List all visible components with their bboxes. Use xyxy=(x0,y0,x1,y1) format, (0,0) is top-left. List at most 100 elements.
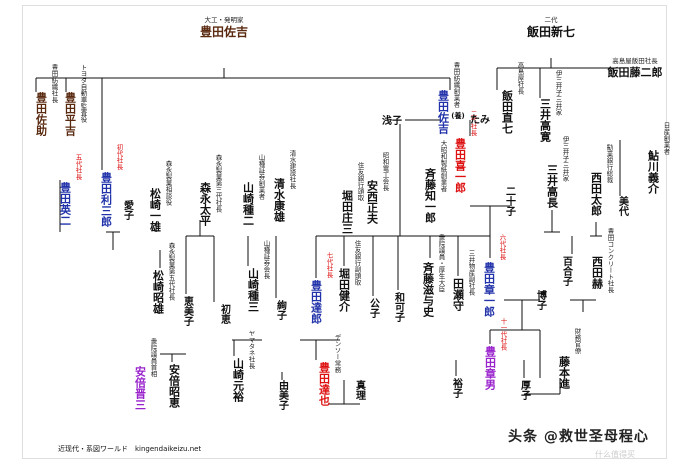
person-title: トヨタ自動車監査役 xyxy=(79,64,87,124)
person-nishida_takashi: 西田赫豊田コンクリート社長 xyxy=(591,227,615,294)
person-title: 住友銀行頭取 xyxy=(356,161,364,203)
person-title: 豊田コンクリート社長 xyxy=(606,227,614,294)
person-kazuko: 和可子 xyxy=(393,291,406,323)
person-name: 西田赫 xyxy=(591,256,604,290)
person-title: 三井物産副社長 xyxy=(467,250,475,297)
person-title: ヤマタネ社長 xyxy=(247,330,255,370)
person-title: 豊田紡織社長 xyxy=(50,63,58,105)
person-name: 博子 xyxy=(535,289,547,311)
person-name: 堀田庄三 xyxy=(341,189,354,234)
person-name: 豊田章男 xyxy=(484,345,497,391)
person-name: 松崎一雄 xyxy=(149,187,163,233)
person-name: 清水康雄 xyxy=(273,177,287,223)
person-title: 伊三井子三井家 xyxy=(554,69,562,116)
person-name: 豊田利三郎 xyxy=(100,171,113,228)
person-name: (養) xyxy=(451,111,464,120)
person-name: 豊田達郎 xyxy=(310,279,323,325)
person-name: 藤本進 xyxy=(558,355,571,390)
person-name: 恵美子 xyxy=(182,295,194,327)
person-title: 二代 xyxy=(545,15,559,24)
person-name: 由美子 xyxy=(277,379,289,411)
person-title: 衆院議員首相 xyxy=(149,337,157,379)
person-name: 浅子 xyxy=(382,114,402,127)
person-title: 森永製菓第三代社長 xyxy=(214,153,222,214)
person-name: 三井高寛 xyxy=(539,98,552,143)
connector-lines xyxy=(35,58,621,405)
person-title: 清水建設社長 xyxy=(288,149,296,191)
person-name: 初恵 xyxy=(219,303,231,325)
person-name: 豊田英二 xyxy=(59,181,73,226)
watermark-sub: 什么值得买 xyxy=(595,450,635,459)
person-title: 豊田紡織創業者 xyxy=(452,61,460,109)
person-name: 真理 xyxy=(354,379,366,400)
person-title: 二代社長 xyxy=(469,110,477,137)
person-tami: たみ xyxy=(470,114,490,126)
person-title: 勧業銀行総裁 xyxy=(605,143,613,185)
person-name: 飯田藤二郎 xyxy=(607,65,663,79)
person-name: 斉藤知一郎 xyxy=(424,167,438,224)
person-name: 山崎種二 xyxy=(242,181,255,226)
person-yumiko: 由美子 xyxy=(277,379,289,411)
person-name: 山崎元裕 xyxy=(232,357,246,403)
person-name: 安西正夫 xyxy=(366,179,379,225)
person-aiko: 愛子 xyxy=(122,199,134,221)
person-yuriko: 百合子 xyxy=(561,256,574,287)
person-name: 山崎種三 xyxy=(247,267,260,312)
person-name: 豊田佐助 xyxy=(35,91,49,137)
person-name: 西田太郎 xyxy=(590,172,604,217)
person-nijiko: 二十子 xyxy=(504,186,516,217)
person-name: 豊田章一郎 xyxy=(483,261,496,318)
person-junko: 絢子 xyxy=(275,299,287,321)
person-hatsue: 初恵 xyxy=(219,303,231,325)
person-title: 森永製菓相談役 xyxy=(164,159,172,207)
person-title: 大昭和製紙創業者 xyxy=(439,139,447,194)
person-name: 豊田佐吉 xyxy=(437,89,451,135)
person-title: 衆院議員・厚生大臣 xyxy=(437,233,445,293)
person-miyo: 美代 xyxy=(617,195,630,217)
person-nodes: 豊田佐吉大工・発明家飯田新七二代飯田藤二郎高島屋飯田社長豊田佐助豊田紡織社長豊田… xyxy=(35,15,671,411)
person-title: 七代社長 xyxy=(325,251,333,279)
person-title: 昭和電工会長 xyxy=(381,152,389,193)
person-matsuzaki_akio: 松崎昭雄森永製菓第五代社長 xyxy=(152,241,176,315)
person-name: 二十子 xyxy=(504,186,516,217)
person-tase: 田瀬守三井物産副社長 xyxy=(452,250,476,312)
person-name: 裕子 xyxy=(451,377,464,399)
person-asako: 浅子 xyxy=(382,114,402,127)
person-title: 山種証券会長 xyxy=(262,239,270,280)
person-title: 山種証券創業者 xyxy=(257,153,265,201)
person-name: 松崎昭雄 xyxy=(152,269,166,315)
person-hiroko: 博子 xyxy=(535,289,547,311)
person-title: 高島屋飯田社長 xyxy=(612,56,658,65)
person-abe_akie: 安倍昭恵 xyxy=(168,363,181,408)
person-name: 安倍晋三 xyxy=(134,365,147,410)
person-name: たみ xyxy=(470,114,490,126)
person-title: 財務官僚 xyxy=(573,327,581,355)
person-kimiko: 公子 xyxy=(368,298,380,319)
person-name: 和可子 xyxy=(393,291,406,323)
person-emiko: 恵美子 xyxy=(182,295,194,327)
diagram-frame xyxy=(22,5,667,459)
person-name: 豊田喜一郎 xyxy=(454,137,467,194)
person-name: 田瀬守 xyxy=(452,278,465,312)
watermark: 头条 @救世圣母程心 xyxy=(508,429,649,445)
